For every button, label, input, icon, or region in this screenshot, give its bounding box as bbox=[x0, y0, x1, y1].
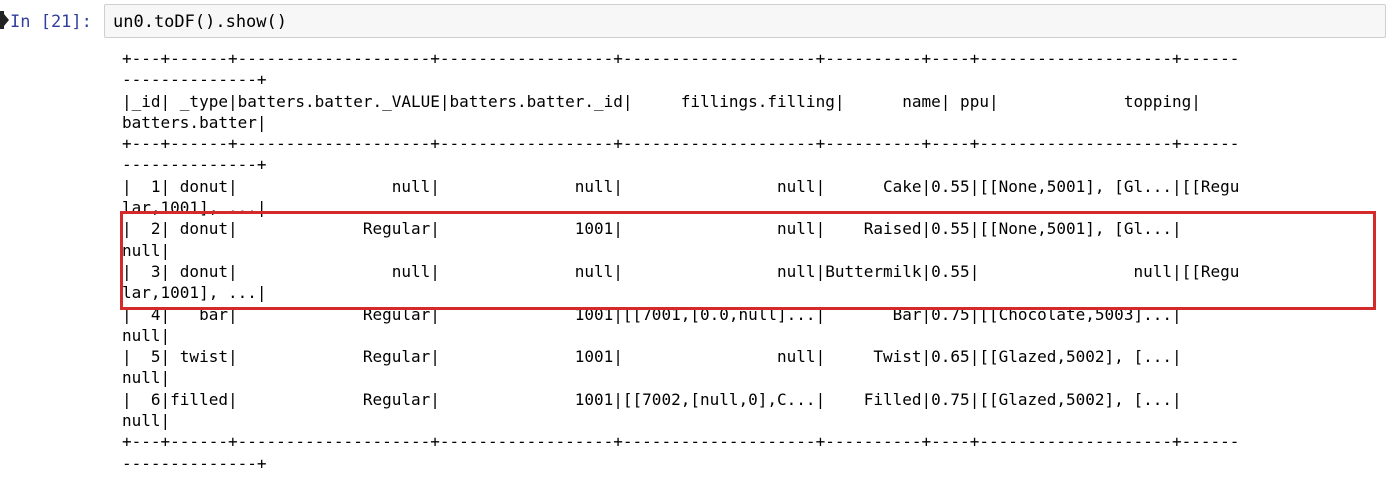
table-row: | 6|filled| Regular| 1001|[[7002,[null,0… bbox=[122, 389, 1182, 409]
table-row: null| bbox=[122, 368, 171, 388]
output-line: +---+------+--------------------+-------… bbox=[122, 134, 1240, 154]
table-row: | 5| twist| Regular| 1001| null| Twist|0… bbox=[122, 347, 1182, 367]
table-row: | 1| donut| null| null| null| Cake|0.55|… bbox=[122, 176, 1240, 196]
table-row: | 3| donut| null| null| null|Buttermilk|… bbox=[122, 261, 1240, 281]
output-line: --------------+ bbox=[122, 155, 267, 175]
input-prompt: In [21]: bbox=[10, 12, 92, 32]
table-row: null| bbox=[122, 240, 171, 260]
output-header-line: |_id| _type|batters.batter._VALUE|batter… bbox=[122, 91, 1201, 111]
table-row: | 2| donut| Regular| 1001| null| Raised|… bbox=[122, 219, 1182, 239]
code-input-cell[interactable]: un0.toDF().show() bbox=[104, 4, 1386, 38]
table-row: null| bbox=[122, 325, 171, 345]
output-line: +---+------+--------------------+-------… bbox=[122, 49, 1240, 68]
output-header-line: batters.batter| bbox=[122, 112, 267, 132]
table-row: lar,1001], ...| bbox=[122, 283, 267, 303]
run-cursor-icon bbox=[0, 11, 9, 29]
table-row: null| bbox=[122, 411, 171, 431]
table-row: lar,1001], ...| bbox=[122, 198, 267, 218]
output-line: +---+------+--------------------+-------… bbox=[122, 432, 1240, 452]
output-line: --------------+ bbox=[122, 70, 267, 90]
cell-output: +---+------+--------------------+-------… bbox=[122, 48, 1392, 478]
code-text[interactable]: un0.toDF().show() bbox=[113, 12, 287, 32]
output-line: --------------+ bbox=[122, 453, 267, 473]
table-row: | 4| bar| Regular| 1001|[[7001,[0.0,null… bbox=[122, 304, 1182, 324]
